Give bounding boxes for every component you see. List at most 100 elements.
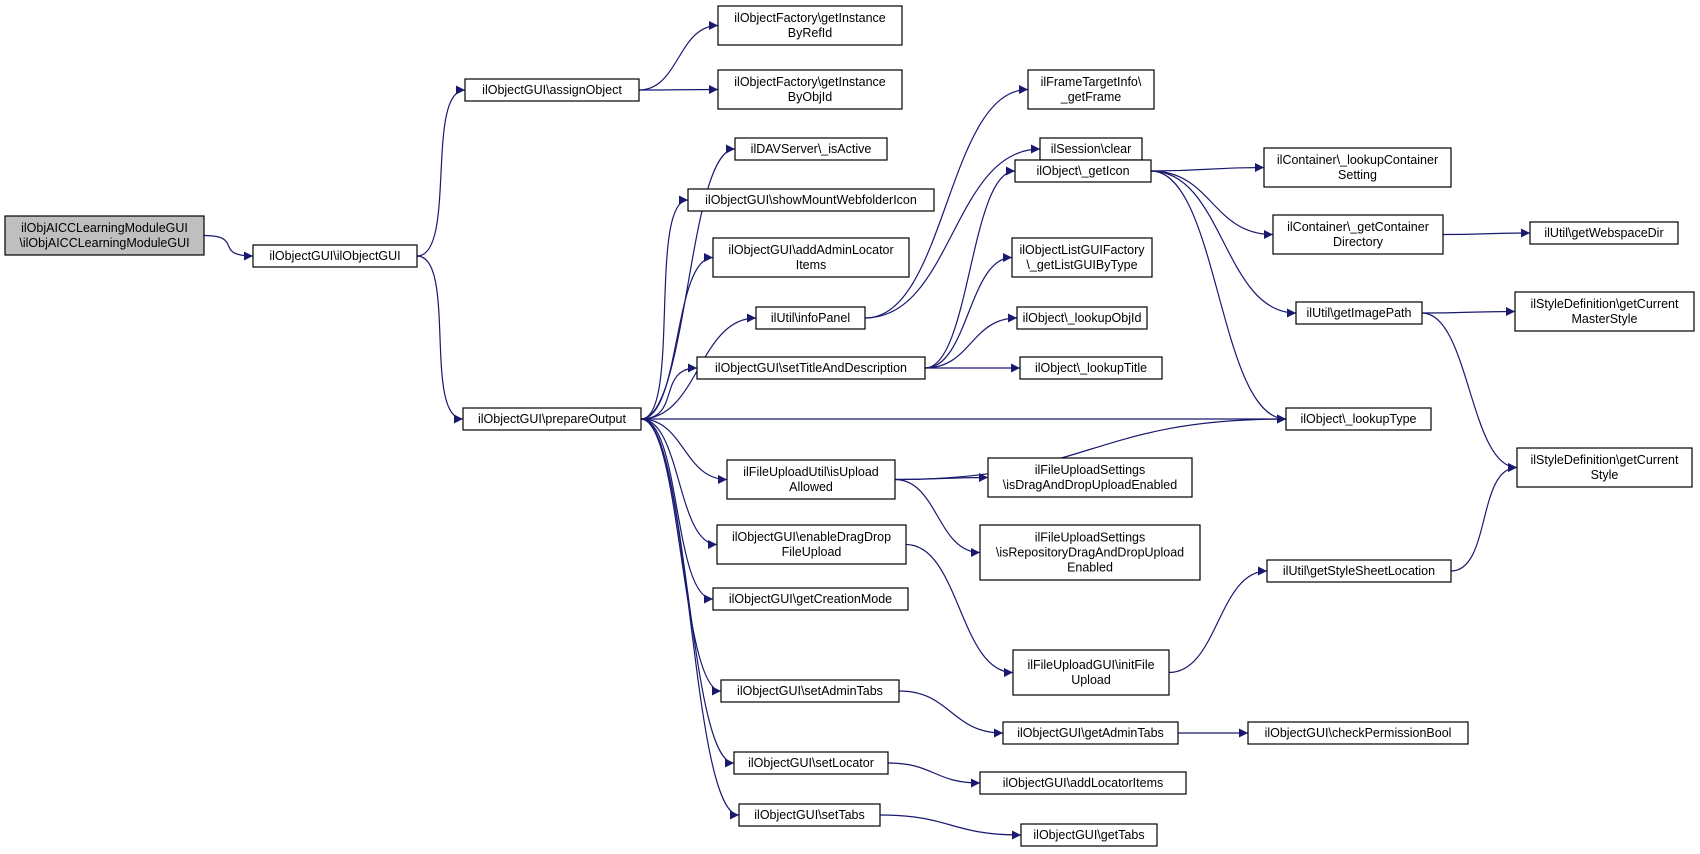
node-box bbox=[716, 524, 907, 565]
node-checkPermissionBool[interactable]: ilObjectGUI\checkPermissionBool bbox=[1247, 721, 1469, 745]
node-getTabs[interactable]: ilObjectGUI\getTabs bbox=[1020, 823, 1158, 847]
node-label: ilContainer\_getContainer bbox=[1287, 220, 1429, 234]
node-setTitleAndDescription[interactable]: ilObjectGUI\setTitleAndDescription bbox=[696, 356, 926, 380]
node-label: ilObject\_getIcon bbox=[1036, 164, 1129, 178]
edge-setTitleAndDescription-to-getListGUIByType bbox=[924, 253, 1013, 369]
node-box bbox=[734, 137, 888, 161]
node-isActive[interactable]: ilDAVServer\_isActive bbox=[734, 137, 888, 161]
node-lookupTitle[interactable]: ilObject\_lookupTitle bbox=[1019, 356, 1163, 380]
node-label: ilObject\_lookupTitle bbox=[1035, 361, 1147, 375]
edge-setTitleAndDescription-to-getIcon bbox=[924, 166, 1016, 369]
node-label: Upload bbox=[1071, 673, 1111, 687]
node-box bbox=[1020, 823, 1158, 847]
node-getCreationMode[interactable]: ilObjectGUI\getCreationMode bbox=[712, 587, 909, 611]
node-prepareOutput[interactable]: ilObjectGUI\prepareOutput bbox=[462, 407, 642, 431]
node-label: ilFileUploadSettings bbox=[1035, 463, 1145, 477]
node-box bbox=[1263, 147, 1452, 188]
node-box bbox=[687, 188, 935, 212]
node-label: Enabled bbox=[1067, 561, 1113, 575]
node-box bbox=[462, 407, 642, 431]
edge-setLocator-to-addLocatorItems bbox=[887, 762, 981, 788]
node-box bbox=[1247, 721, 1469, 745]
node-getStyleSheetLocation[interactable]: ilUtil\getStyleSheetLocation bbox=[1266, 559, 1452, 583]
node-lookupObjId[interactable]: ilObject\_lookupObjId bbox=[1016, 306, 1148, 330]
node-box bbox=[712, 587, 909, 611]
edge-isUploadAllowed-to-isRepositoryDragAndDropUploadEnabled bbox=[894, 478, 981, 557]
edge-getIcon-to-lookupContainerSetting bbox=[1150, 163, 1265, 173]
edge-prepareOutput-to-getCreationMode bbox=[640, 418, 714, 604]
node-label: ilStyleDefinition\getCurrent bbox=[1531, 297, 1680, 311]
node-box bbox=[1266, 559, 1452, 583]
edge-ilObjectGUI_ilObjectGUI-to-prepareOutput bbox=[416, 255, 464, 424]
node-label: ilObjectGUI\getAdminTabs bbox=[1017, 726, 1164, 740]
node-ilObjectGUI_ilObjectGUI[interactable]: ilObjectGUI\ilObjectGUI bbox=[252, 244, 418, 268]
node-box bbox=[1002, 721, 1179, 745]
node-label: Setting bbox=[1338, 168, 1377, 182]
node-getIcon[interactable]: ilObject\_getIcon bbox=[1014, 159, 1152, 183]
edge-setAdminTabs-to-getAdminTabs bbox=[898, 690, 1004, 738]
node-box bbox=[1285, 407, 1432, 431]
node-label: ilObjectGUI\addAdminLocator bbox=[728, 243, 893, 257]
node-label: \isRepositoryDragAndDropUpload bbox=[996, 546, 1184, 560]
node-label: ilFileUploadUtil\isUpload bbox=[743, 465, 879, 479]
node-label: ilObjectGUI\prepareOutput bbox=[478, 412, 627, 426]
node-getFrame[interactable]: ilFrameTargetInfo\_getFrame bbox=[1027, 69, 1155, 110]
edge-isUploadAllowed-to-lookupType bbox=[894, 414, 1287, 481]
node-getImagePath[interactable]: ilUtil\getImagePath bbox=[1295, 301, 1423, 325]
node-showMountWebfolderIcon[interactable]: ilObjectGUI\showMountWebfolderIcon bbox=[687, 188, 935, 212]
node-label: ilObjectListGUIFactory bbox=[1019, 243, 1145, 257]
node-label: ilObjectGUI\setTitleAndDescription bbox=[715, 361, 907, 375]
node-label: ilObjectGUI\showMountWebfolderIcon bbox=[705, 193, 917, 207]
node-sessionClear[interactable]: ilSession\clear bbox=[1039, 137, 1143, 161]
node-isRepositoryDragAndDropUploadEnabled[interactable]: ilFileUploadSettings\isRepositoryDragAnd… bbox=[979, 524, 1201, 581]
node-label: ilObject\_lookupObjId bbox=[1023, 311, 1142, 325]
node-label: Style bbox=[1591, 468, 1619, 482]
edge-prepareOutput-to-setAdminTabs bbox=[640, 418, 722, 696]
node-label: ilObjectGUI\setTabs bbox=[754, 808, 864, 822]
nodes-layer: ilObjAICCLearningModuleGUI\ilObjAICCLear… bbox=[4, 5, 1695, 847]
edge-getIcon-to-getContainerDirectory bbox=[1150, 170, 1274, 239]
node-setTabs[interactable]: ilObjectGUI\setTabs bbox=[738, 803, 881, 827]
edge-ilObjectGUI_ilObjectGUI-to-assignObject bbox=[416, 85, 466, 257]
edge-assignObject-to-getInstanceByRefId bbox=[638, 21, 719, 91]
node-lookupType[interactable]: ilObject\_lookupType bbox=[1285, 407, 1432, 431]
node-box bbox=[1516, 447, 1693, 488]
edge-getIcon-to-lookupType bbox=[1150, 170, 1287, 424]
node-assignObject[interactable]: ilObjectGUI\assignObject bbox=[464, 78, 640, 102]
node-box bbox=[738, 803, 881, 827]
node-setAdminTabs[interactable]: ilObjectGUI\setAdminTabs bbox=[720, 679, 900, 703]
node-getWebspaceDir[interactable]: ilUtil\getWebspaceDir bbox=[1529, 221, 1679, 245]
node-box bbox=[1016, 306, 1148, 330]
node-label: ilStyleDefinition\getCurrent bbox=[1531, 453, 1680, 467]
node-getListGUIByType[interactable]: ilObjectListGUIFactory\_getListGUIByType bbox=[1011, 237, 1153, 278]
node-label: ByRefId bbox=[788, 26, 833, 40]
node-label: ilObjectFactory\getInstance bbox=[734, 11, 886, 25]
node-addLocatorItems[interactable]: ilObjectGUI\addLocatorItems bbox=[979, 771, 1187, 795]
node-isDragAndDropUploadEnabled[interactable]: ilFileUploadSettings\isDragAndDropUpload… bbox=[987, 457, 1193, 498]
node-label: ilFrameTargetInfo\ bbox=[1041, 75, 1142, 89]
node-root[interactable]: ilObjAICCLearningModuleGUI\ilObjAICCLear… bbox=[4, 215, 205, 256]
edge-enableDragDropFileUpload-to-initFileUpload bbox=[905, 543, 1014, 677]
node-box bbox=[987, 457, 1193, 498]
node-setLocator[interactable]: ilObjectGUI\setLocator bbox=[733, 751, 889, 775]
edge-infoPanel-to-getFrame bbox=[864, 85, 1029, 319]
edge-root-to-ilObjectGUI_ilObjectGUI bbox=[203, 234, 254, 261]
node-box bbox=[1012, 649, 1170, 696]
node-label: ilObjectGUI\addLocatorItems bbox=[1003, 776, 1164, 790]
edge-prepareOutput-to-setTitleAndDescription bbox=[640, 363, 698, 420]
node-label: ilObjectGUI\getTabs bbox=[1033, 828, 1144, 842]
node-getAdminTabs[interactable]: ilObjectGUI\getAdminTabs bbox=[1002, 721, 1179, 745]
node-label: ilObjectGUI\assignObject bbox=[482, 83, 622, 97]
node-infoPanel[interactable]: ilUtil\infoPanel bbox=[755, 306, 866, 330]
node-label: ilObjectGUI\ilObjectGUI bbox=[269, 249, 400, 263]
